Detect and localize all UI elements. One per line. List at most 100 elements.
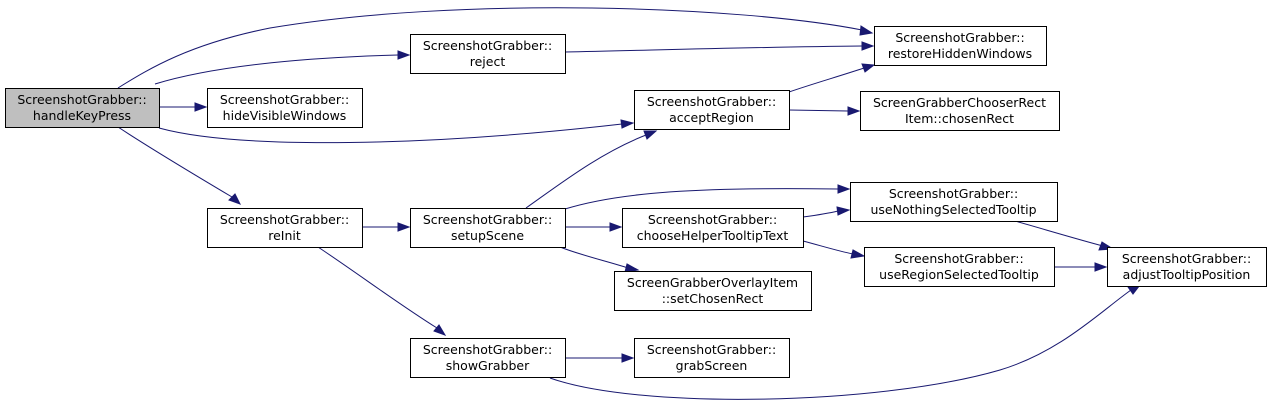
node-label-line: reInit [268, 228, 301, 243]
edge-reInit-to-setupScene [362, 222, 411, 232]
edge-line [564, 45, 863, 53]
edge-setupScene-to-acceptRegion [525, 130, 658, 209]
node-hideVisibleWindows[interactable]: ScreenshotGrabber::hideVisibleWindows [207, 88, 363, 128]
node-box[interactable] [207, 208, 363, 248]
edge-reInit-to-showGrabber [317, 246, 447, 336]
node-box[interactable] [1107, 247, 1267, 287]
edge-useNothingSelectedTooltip-to-adjustTooltipPosition [1014, 220, 1115, 251]
node-label-line: ScreenshotGrabber:: [894, 251, 1023, 266]
arrowhead [859, 25, 874, 36]
node-box[interactable] [634, 338, 790, 378]
edge-line [525, 134, 647, 209]
edge-line [1014, 220, 1104, 247]
node-label-line: adjustTooltipPosition [1123, 267, 1251, 282]
node-box[interactable] [864, 247, 1055, 287]
edge-handleKeyPress-to-reInit [117, 126, 242, 205]
node-label-line: reject [470, 54, 506, 69]
edge-showGrabber-to-grabScreen [565, 353, 635, 363]
node-label-line: ScreenshotGrabber:: [1122, 251, 1251, 266]
node-box[interactable] [622, 208, 804, 248]
edge-acceptRegion-to-restoreHiddenWindows [788, 63, 876, 93]
arrowhead [836, 206, 851, 216]
node-box[interactable] [410, 338, 566, 378]
arrowhead [621, 353, 635, 363]
arrowhead [609, 222, 623, 232]
node-box[interactable] [207, 88, 363, 128]
node-label-line: Item::chosenRect [905, 111, 1014, 126]
node-reInit[interactable]: ScreenshotGrabber::reInit [207, 208, 363, 248]
node-box[interactable] [634, 90, 790, 130]
arrowhead [850, 249, 866, 259]
node-box[interactable] [614, 271, 812, 311]
edge-line [549, 289, 1132, 400]
node-label-line: ScreenshotGrabber:: [17, 92, 146, 107]
arrowhead [861, 41, 875, 51]
node-label-line: ScreenGrabberOverlayItem [627, 275, 798, 290]
node-label-line: acceptRegion [669, 110, 754, 125]
node-chooseHelperTooltipText[interactable]: ScreenshotGrabber::chooseHelperTooltipTe… [622, 208, 804, 248]
arrowhead [228, 193, 242, 205]
node-showGrabber[interactable]: ScreenshotGrabber::showGrabber [410, 338, 566, 378]
edge-useRegionSelectedTooltip-to-adjustTooltipPosition [1054, 262, 1108, 272]
node-box[interactable] [410, 34, 566, 74]
node-useNothingSelectedTooltip[interactable]: ScreenshotGrabber::useNothingSelectedToo… [850, 182, 1058, 222]
arrowhead [624, 263, 640, 273]
node-label-line: showGrabber [446, 358, 530, 373]
node-label-line: restoreHiddenWindows [888, 46, 1032, 61]
node-box[interactable] [874, 26, 1047, 66]
edge-setupScene-to-setChosenRect [559, 246, 640, 273]
edge-line [564, 188, 839, 210]
node-label-line: ::setChosenRect [662, 291, 764, 306]
node-label-line: ScreenshotGrabber:: [648, 212, 777, 227]
edge-handleKeyPress-to-hideVisibleWindows [159, 102, 208, 112]
edge-handleKeyPress-to-reject [154, 50, 411, 85]
node-label-line: useRegionSelectedTooltip [879, 267, 1039, 282]
node-setChosenRect[interactable]: ScreenGrabberOverlayItem::setChosenRect [614, 271, 812, 311]
arrowhead [847, 106, 861, 116]
node-reject[interactable]: ScreenshotGrabber::reject [410, 34, 566, 74]
node-box[interactable] [860, 91, 1060, 131]
node-label-line: ScreenshotGrabber:: [895, 30, 1024, 45]
arrowhead [620, 119, 635, 129]
node-handleKeyPress[interactable]: ScreenshotGrabber::handleKeyPress [5, 88, 160, 128]
arrowhead [397, 222, 411, 232]
edge-line [158, 123, 623, 144]
node-box[interactable] [850, 182, 1058, 222]
node-label-line: ScreenshotGrabber:: [423, 38, 552, 53]
node-label-line: grabScreen [676, 358, 748, 373]
edge-handleKeyPress-to-restoreHiddenWindows [117, 7, 874, 89]
node-label-line: chooseHelperTooltipText [637, 228, 789, 243]
node-box[interactable] [5, 88, 160, 128]
node-acceptRegion[interactable]: ScreenshotGrabber::acceptRegion [634, 90, 790, 130]
edge-line [788, 67, 865, 93]
arrowhead [643, 130, 658, 140]
arrowhead [397, 50, 411, 60]
arrowhead [861, 63, 876, 73]
node-useRegionSelectedTooltip[interactable]: ScreenshotGrabber::useRegionSelectedTool… [864, 247, 1055, 287]
node-restoreHiddenWindows[interactable]: ScreenshotGrabber::restoreHiddenWindows [874, 26, 1047, 66]
node-label-line: handleKeyPress [33, 108, 131, 123]
edge-line [559, 246, 629, 269]
node-label-line: setupScene [451, 228, 524, 243]
node-label-line: ScreenshotGrabber:: [889, 186, 1018, 201]
node-grabScreen[interactable]: ScreenshotGrabber::grabScreen [634, 338, 790, 378]
node-setupScene[interactable]: ScreenshotGrabber::setupScene [410, 208, 566, 248]
node-adjustTooltipPosition[interactable]: ScreenshotGrabber::adjustTooltipPosition [1107, 247, 1267, 287]
arrowhead [433, 324, 447, 336]
edge-line [117, 126, 233, 198]
edge-setupScene-to-chooseHelperTooltipText [565, 222, 623, 232]
node-box[interactable] [410, 208, 566, 248]
edge-acceptRegion-to-chosenRect [788, 106, 861, 116]
edge-line [317, 246, 438, 329]
nodes-layer: ScreenshotGrabber::handleKeyPressScreens… [5, 26, 1267, 378]
node-label-line: ScreenshotGrabber:: [647, 342, 776, 357]
edge-line [802, 210, 839, 218]
edge-handleKeyPress-to-acceptRegion [158, 119, 635, 144]
node-label-line: useNothingSelectedTooltip [870, 202, 1036, 217]
node-label-line: ScreenshotGrabber:: [423, 212, 552, 227]
edge-chooseHelperTooltipText-to-useNothingSelectedTooltip [802, 206, 851, 218]
edge-chooseHelperTooltipText-to-useRegionSelectedTooltip [802, 240, 866, 259]
node-label-line: ScreenshotGrabber:: [423, 342, 552, 357]
